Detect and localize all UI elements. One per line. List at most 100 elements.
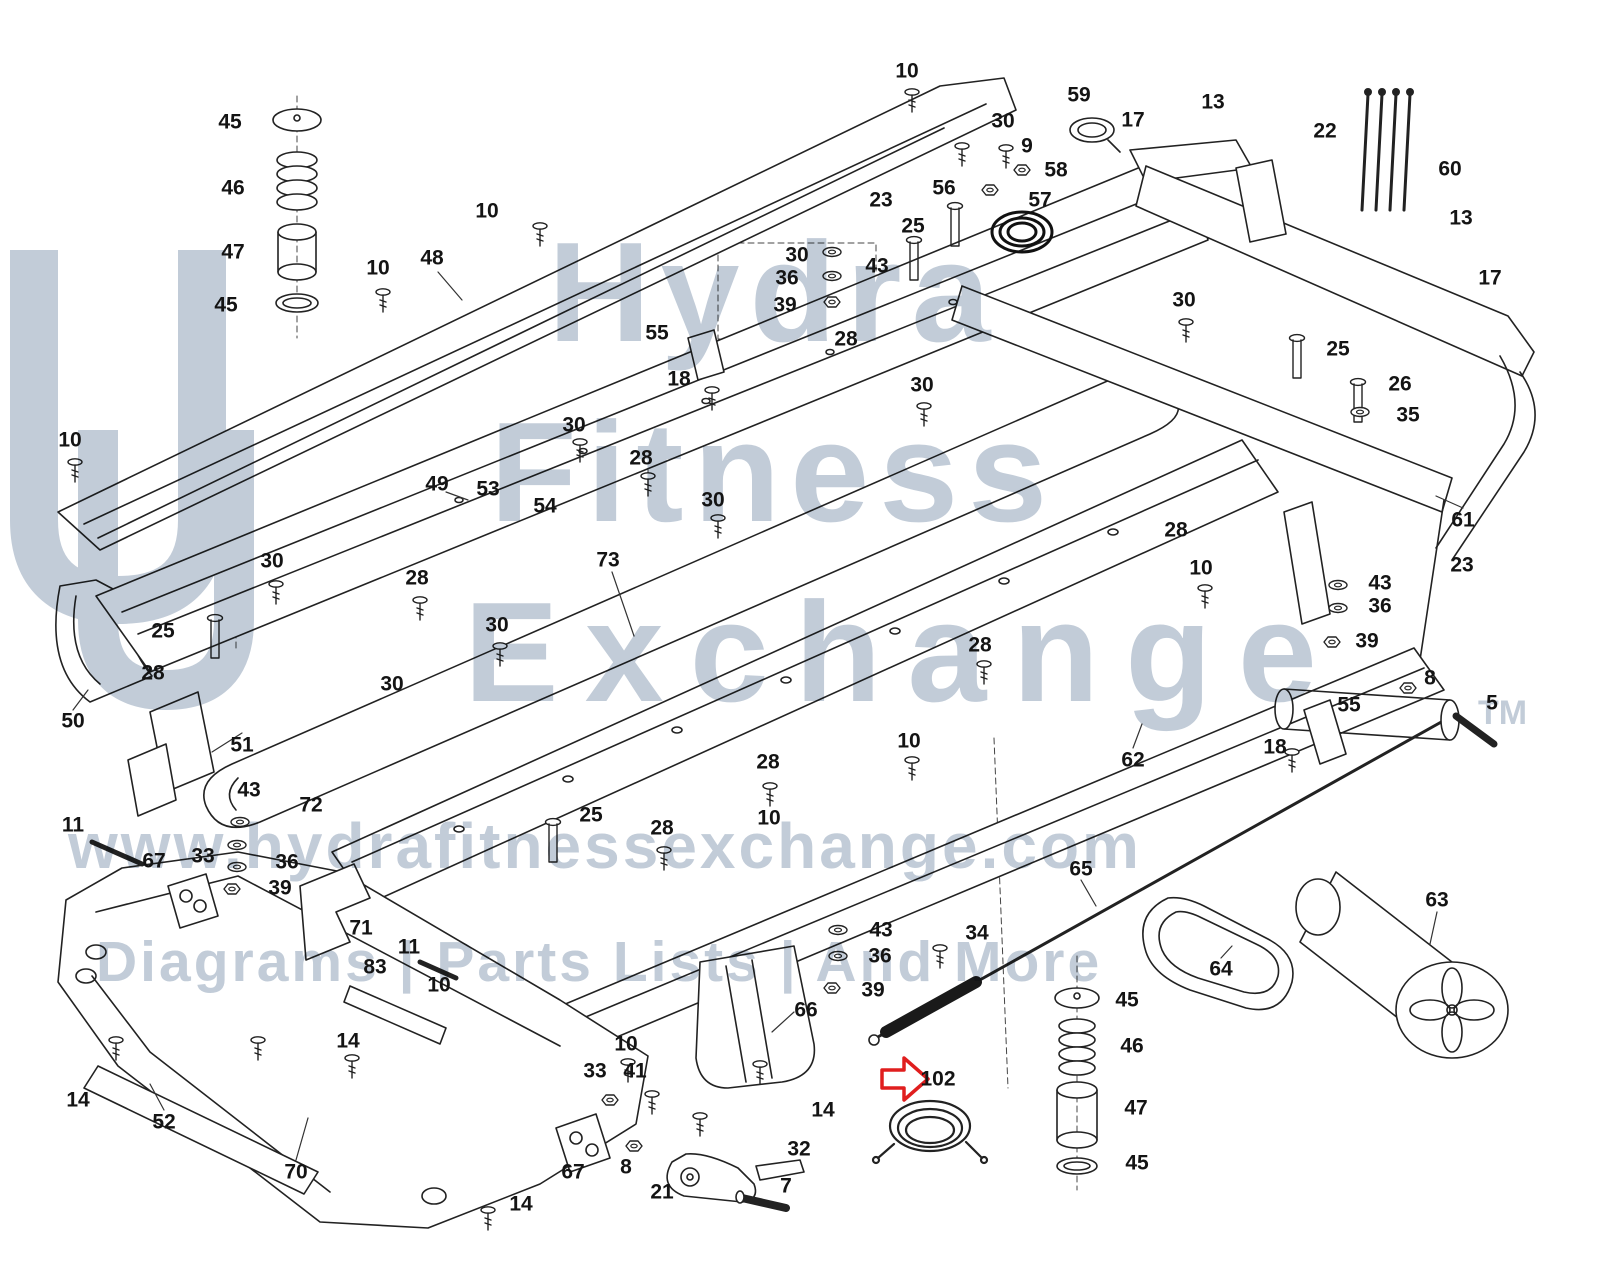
part-label-46: 46 bbox=[1120, 1034, 1144, 1058]
leader-lines bbox=[72, 271, 1464, 1161]
part-label-10: 10 bbox=[475, 199, 499, 223]
part-label-23: 23 bbox=[869, 188, 893, 212]
part-label-10: 10 bbox=[614, 1032, 638, 1056]
part-label-57: 57 bbox=[1028, 188, 1052, 212]
part-label-14: 14 bbox=[509, 1192, 533, 1216]
part-label-30: 30 bbox=[1172, 288, 1196, 312]
part-label-28: 28 bbox=[756, 750, 780, 774]
part-label-58: 58 bbox=[1044, 158, 1068, 182]
part-label-36: 36 bbox=[275, 850, 299, 874]
part-label-18: 18 bbox=[667, 367, 691, 391]
part-corner-bracket bbox=[299, 863, 371, 961]
part-label-28: 28 bbox=[405, 566, 429, 590]
part-label-30: 30 bbox=[260, 549, 284, 573]
part-label-67: 67 bbox=[142, 849, 166, 873]
part-label-21: 21 bbox=[650, 1180, 674, 1204]
part-label-26: 26 bbox=[1388, 372, 1412, 396]
part-label-14: 14 bbox=[66, 1088, 90, 1112]
part-label-43: 43 bbox=[237, 778, 261, 802]
part-label-28: 28 bbox=[834, 327, 858, 351]
part-label-45: 45 bbox=[1115, 988, 1139, 1012]
part-label-13: 13 bbox=[1449, 206, 1473, 230]
part-drive-belt bbox=[1142, 896, 1294, 1011]
part-label-28: 28 bbox=[1164, 518, 1188, 542]
part-label-11: 11 bbox=[61, 813, 85, 837]
part-label-28: 28 bbox=[141, 661, 165, 685]
part-label-10: 10 bbox=[366, 256, 390, 280]
part-small-brackets bbox=[687, 329, 1347, 765]
part-label-36: 36 bbox=[775, 266, 799, 290]
part-wire-loop bbox=[1069, 117, 1121, 153]
part-label-25: 25 bbox=[579, 803, 603, 827]
part-label-47: 47 bbox=[1124, 1096, 1148, 1120]
part-label-35: 35 bbox=[1396, 403, 1420, 427]
part-label-66: 66 bbox=[794, 998, 818, 1022]
part-right-frame bbox=[951, 139, 1536, 661]
part-label-39: 39 bbox=[861, 978, 885, 1002]
part-label-48: 48 bbox=[420, 246, 444, 270]
part-label-14: 14 bbox=[336, 1029, 360, 1053]
part-label-22: 22 bbox=[1313, 119, 1337, 143]
part-label-18: 18 bbox=[1263, 735, 1287, 759]
part-label-11: 11 bbox=[397, 935, 421, 959]
part-label-28: 28 bbox=[629, 446, 653, 470]
part-label-54: 54 bbox=[533, 494, 557, 518]
part-label-10: 10 bbox=[897, 729, 921, 753]
part-label-45: 45 bbox=[218, 110, 242, 134]
part-label-70: 70 bbox=[284, 1160, 308, 1184]
part-label-30: 30 bbox=[562, 413, 586, 437]
part-label-41: 41 bbox=[623, 1059, 647, 1083]
part-label-30: 30 bbox=[380, 672, 404, 696]
part-rods bbox=[89, 839, 459, 1045]
part-label-65: 65 bbox=[1069, 857, 1093, 881]
part-label-10: 10 bbox=[757, 806, 781, 830]
part-label-30: 30 bbox=[991, 109, 1015, 133]
part-label-33: 33 bbox=[583, 1059, 607, 1083]
part-label-46: 46 bbox=[221, 176, 245, 200]
part-label-30: 30 bbox=[785, 243, 809, 267]
part-label-30: 30 bbox=[910, 373, 934, 397]
part-label-47: 47 bbox=[221, 240, 245, 264]
part-coil-spring bbox=[990, 210, 1054, 254]
part-label-8: 8 bbox=[620, 1155, 632, 1179]
part-label-51: 51 bbox=[230, 733, 254, 757]
part-label-45: 45 bbox=[1125, 1151, 1149, 1175]
part-mounting-plates bbox=[167, 873, 611, 1173]
red-arrow-icon bbox=[880, 1056, 930, 1102]
part-label-36: 36 bbox=[868, 944, 892, 968]
part-left-bracket bbox=[127, 691, 215, 817]
part-label-102: 102 bbox=[920, 1067, 956, 1091]
part-label-33: 33 bbox=[191, 844, 215, 868]
part-label-73: 73 bbox=[596, 548, 620, 572]
part-label-72: 72 bbox=[299, 793, 323, 817]
part-label-34: 34 bbox=[965, 921, 989, 945]
part-bumper bbox=[695, 945, 816, 1089]
part-label-30: 30 bbox=[485, 613, 509, 637]
part-label-14: 14 bbox=[811, 1098, 835, 1122]
part-label-45: 45 bbox=[214, 293, 238, 317]
part-label-64: 64 bbox=[1209, 957, 1233, 981]
part-label-7: 7 bbox=[780, 1174, 792, 1198]
part-label-55: 55 bbox=[1337, 693, 1361, 717]
part-label-13: 13 bbox=[1201, 90, 1225, 114]
part-label-39: 39 bbox=[1355, 629, 1379, 653]
part-label-28: 28 bbox=[650, 816, 674, 840]
part-label-39: 39 bbox=[773, 293, 797, 317]
part-adjust-rod bbox=[868, 714, 1454, 1046]
part-side-strip bbox=[83, 1065, 319, 1195]
part-power-cord bbox=[871, 1099, 989, 1165]
part-label-23: 23 bbox=[1450, 553, 1474, 577]
part-label-25: 25 bbox=[1326, 337, 1350, 361]
part-base-pan bbox=[57, 851, 649, 1229]
part-label-39: 39 bbox=[268, 876, 292, 900]
part-label-28: 28 bbox=[968, 633, 992, 657]
part-label-8: 8 bbox=[1424, 666, 1436, 690]
part-label-55: 55 bbox=[645, 321, 669, 345]
part-label-62: 62 bbox=[1121, 748, 1145, 772]
part-label-10: 10 bbox=[1189, 556, 1213, 580]
part-label-83: 83 bbox=[363, 955, 387, 979]
part-label-25: 25 bbox=[151, 619, 175, 643]
